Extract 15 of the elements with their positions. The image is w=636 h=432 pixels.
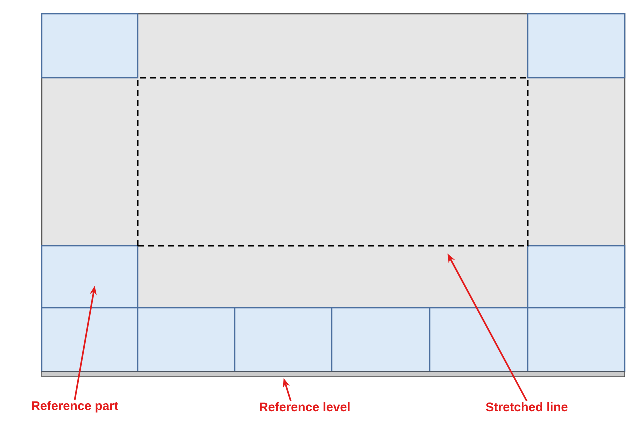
annotation-label: Reference part bbox=[32, 401, 118, 413]
tile bbox=[429, 307, 529, 373]
tile bbox=[527, 13, 626, 79]
annotation-label: Reference level bbox=[260, 402, 350, 412]
annotation-label: Stretched line bbox=[486, 402, 568, 412]
tile bbox=[41, 13, 139, 79]
tile bbox=[41, 245, 139, 309]
dashed-rectangle bbox=[137, 77, 529, 247]
tile bbox=[527, 245, 626, 309]
tile bbox=[137, 307, 236, 373]
tile bbox=[234, 307, 333, 373]
tile bbox=[41, 307, 139, 373]
tile bbox=[331, 307, 431, 373]
tile bbox=[527, 307, 626, 373]
baseline-bar bbox=[42, 372, 626, 378]
